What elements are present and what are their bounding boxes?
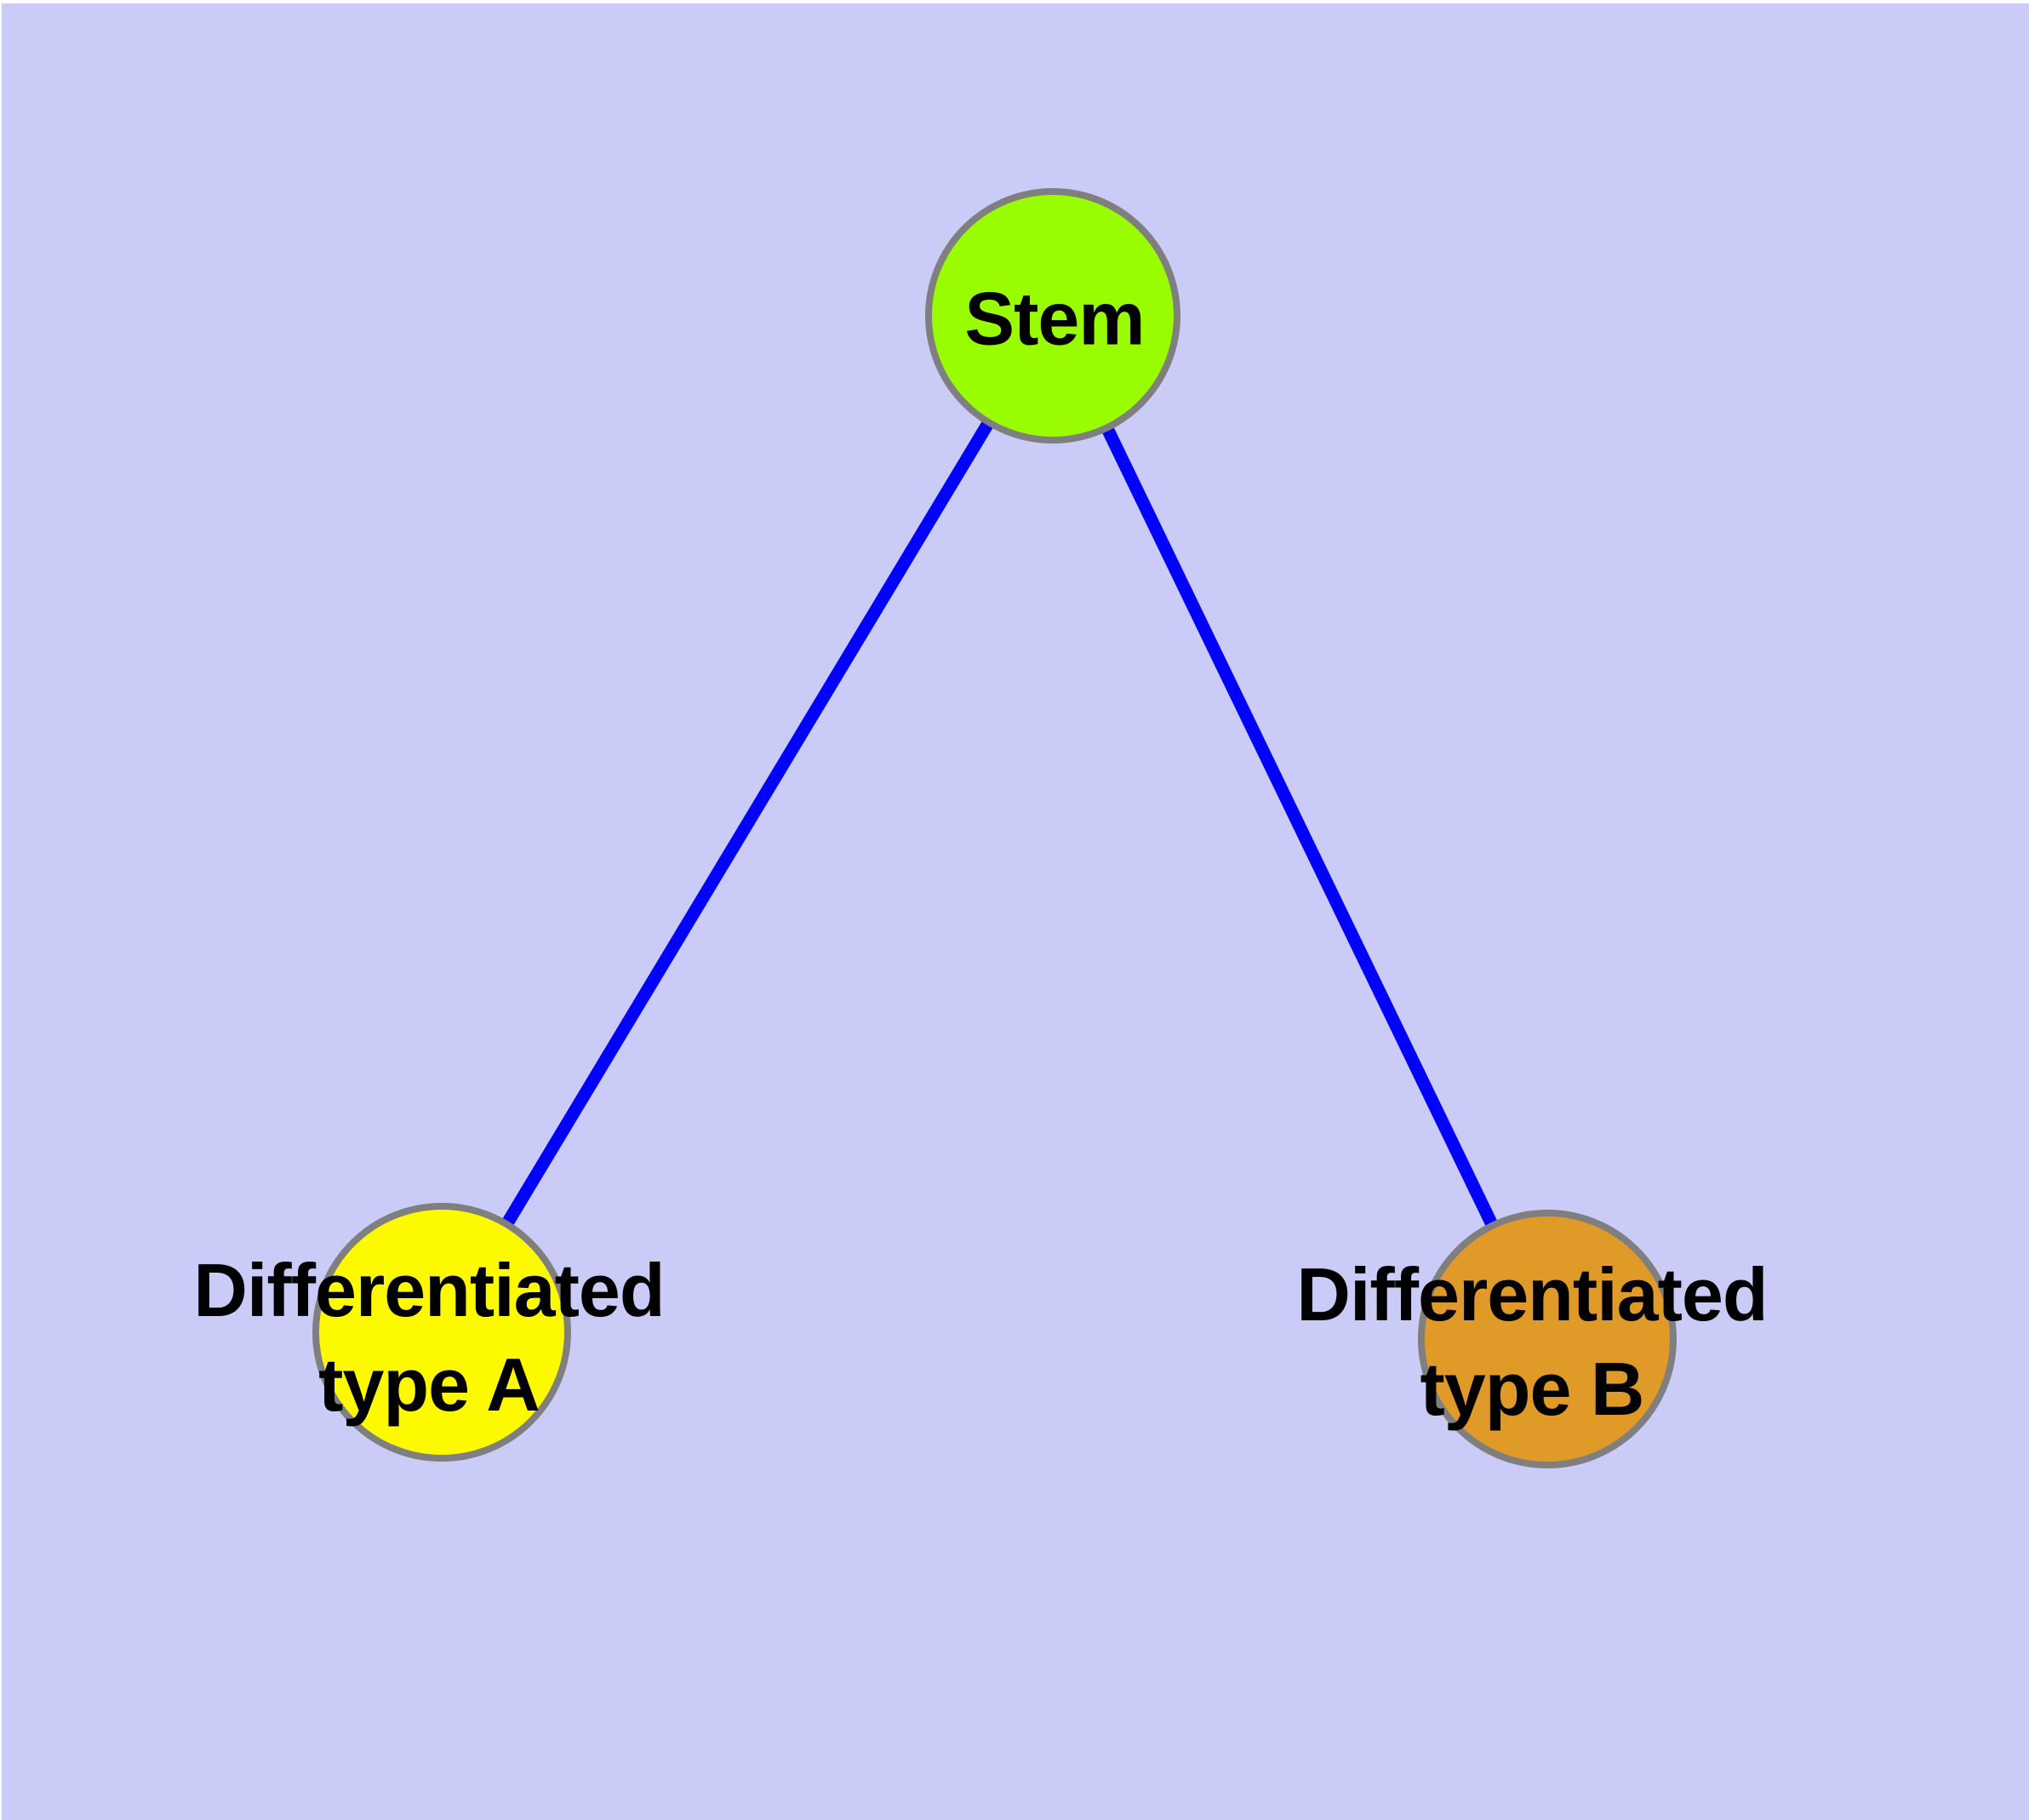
node-differentiated-type-a-label-line2: type A <box>318 1342 540 1427</box>
node-differentiated-type-b-circle <box>1418 1210 1677 1468</box>
node-differentiated-type-b-label: Differentiated type B <box>1296 1247 1768 1436</box>
node-differentiated-type-a-circle <box>312 1203 571 1462</box>
node-differentiated-type-a-label: Differentiated type A <box>193 1243 665 1432</box>
node-differentiated-type-b-label-line1: Differentiated <box>1296 1252 1768 1336</box>
edge-stem-to-type-a <box>436 312 1059 1336</box>
node-differentiated-type-a-label-line1: Differentiated <box>193 1248 665 1332</box>
node-stem-label-line1: Stem <box>964 276 1145 361</box>
node-stem-circle <box>925 188 1180 444</box>
node-differentiated-type-b-label-line2: type B <box>1420 1347 1645 1431</box>
node-stem-label: Stem <box>964 272 1145 366</box>
edge-stem-to-type-b <box>1047 312 1553 1342</box>
